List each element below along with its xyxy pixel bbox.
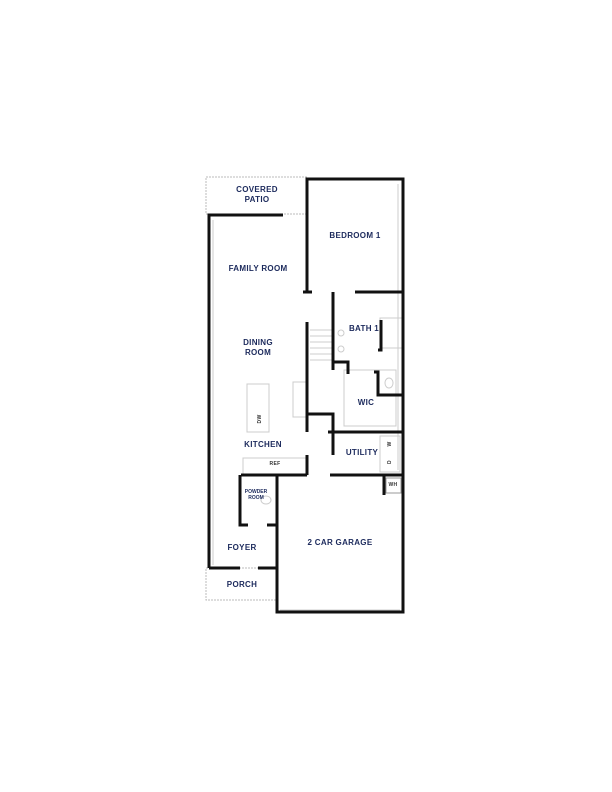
room-label-family-room: FAMILY ROOM (228, 264, 288, 273)
room-label-utility: UTILITY (345, 448, 379, 457)
toilet (384, 377, 394, 389)
kitchen-counter (292, 381, 308, 418)
washer-dryer (379, 435, 401, 473)
walls (207, 177, 405, 614)
outdoor-areas (205, 176, 308, 601)
dryer-label: D (387, 460, 393, 464)
room-label-dining-room: DINING ROOM (243, 338, 273, 357)
room-label-porch: PORCH (226, 580, 258, 589)
kitchen-island (246, 383, 270, 433)
dishwasher-label: DW (257, 414, 263, 424)
room-label-wic: WIC (357, 398, 375, 407)
room-label-kitchen: KITCHEN (244, 440, 282, 449)
stairs (310, 329, 333, 361)
inner-lines (212, 184, 403, 611)
room-label-powder-room: POWDER ROOM (244, 489, 268, 501)
shower (379, 317, 403, 349)
room-label-covered-patio: COVERED PATIO (236, 185, 278, 204)
room-label-garage: 2 CAR GARAGE (307, 538, 373, 547)
water-heater-label: WH (388, 482, 398, 488)
room-label-bath1: BATH 1 (348, 324, 380, 333)
water-heater (385, 477, 402, 494)
room-label-foyer: FOYER (227, 543, 257, 552)
washer-label: W (387, 441, 393, 447)
room-label-bedroom1: BEDROOM 1 (329, 231, 381, 240)
refrigerator-label: REF (269, 461, 281, 467)
